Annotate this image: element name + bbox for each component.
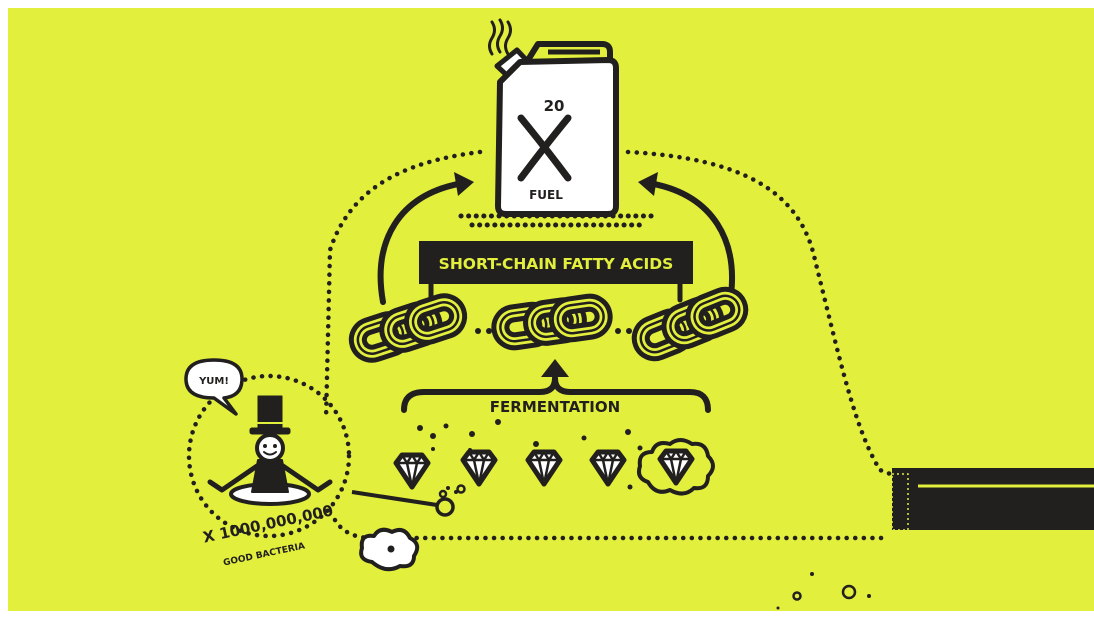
speech-text: YUM! (198, 376, 229, 387)
diagram-svg: 20 FUEL SHORT-CHAIN FATTY ACIDS (8, 8, 1094, 611)
cloud-icon (361, 530, 417, 569)
particle-rings (440, 486, 855, 600)
arrow-up-icon (541, 359, 569, 377)
diamond-icon (463, 452, 495, 484)
diamond-icon (528, 452, 560, 484)
chain-link-icon (499, 301, 606, 343)
chain-link-icon (637, 292, 744, 357)
heat-waves-icon (490, 20, 511, 54)
banner-legs (431, 282, 680, 300)
tube-connector (352, 492, 453, 515)
banner-text: SHORT-CHAIN FATTY ACIDS (439, 255, 674, 273)
chain-link-icon (354, 299, 462, 358)
fuel-can-label: FUEL (529, 188, 563, 202)
particle-dots (417, 419, 871, 610)
bacteria-character (210, 396, 330, 504)
diamond-icon (396, 455, 428, 487)
fermentation-label: FERMENTATION (490, 398, 620, 416)
fuel-can-number: 20 (544, 97, 565, 115)
diamond-icon (592, 452, 624, 484)
bacteria-caption: GOOD BACTERIA (222, 541, 306, 568)
intestine-block (892, 468, 1094, 530)
diagram-panel: 20 FUEL SHORT-CHAIN FATTY ACIDS (8, 8, 1094, 611)
top-hat-icon (250, 396, 290, 434)
dotted-can-base (461, 216, 655, 225)
dotted-connector-bottom (335, 520, 888, 538)
dotted-connector-left (326, 152, 480, 420)
speech-bubble (186, 360, 242, 414)
